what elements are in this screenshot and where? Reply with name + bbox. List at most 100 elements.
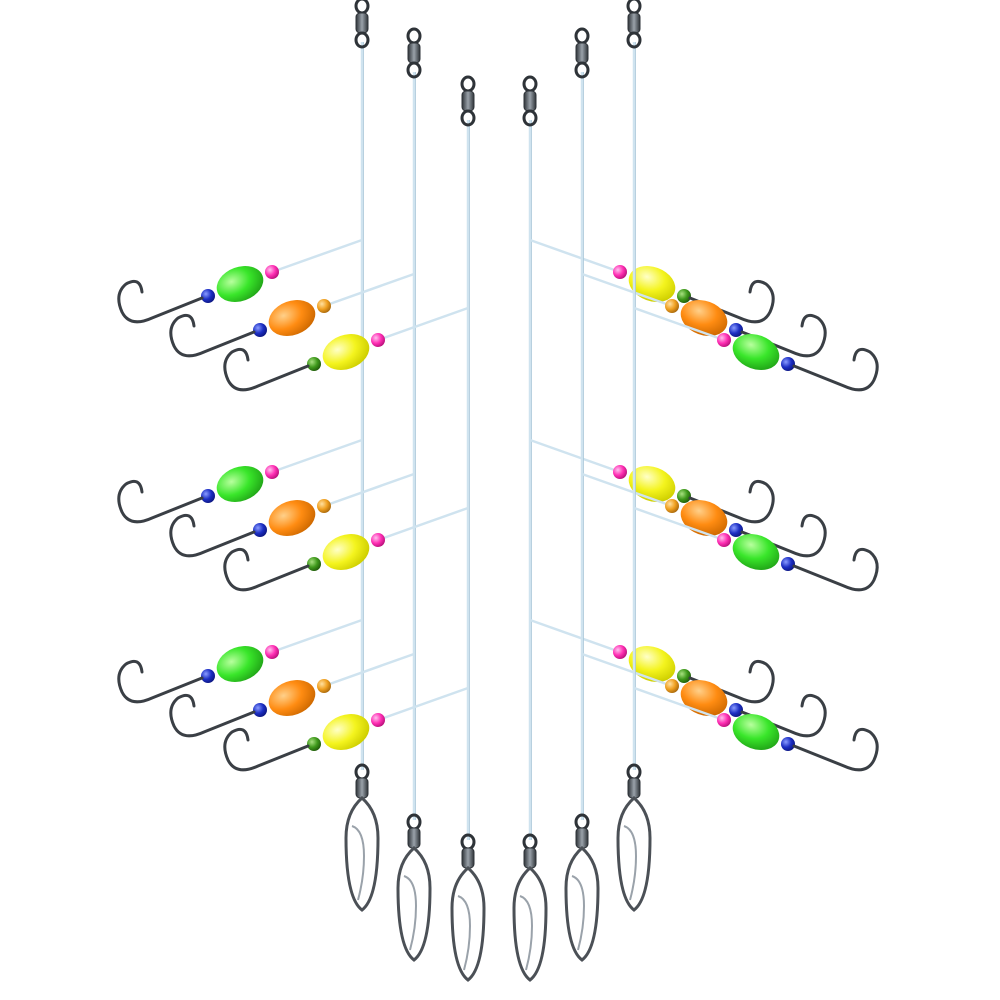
bead-icon	[371, 333, 385, 347]
snap-loop	[450, 866, 486, 982]
bead-icon	[665, 499, 679, 513]
rig-4	[512, 75, 775, 982]
branch-line	[529, 238, 621, 274]
hook-icon	[169, 513, 256, 558]
bead-icon	[317, 679, 331, 693]
snap-loop	[344, 796, 380, 912]
snap-loop	[396, 846, 432, 962]
swivel-icon	[626, 0, 642, 49]
snap-swivel-icon	[344, 763, 380, 912]
hook-icon	[740, 693, 827, 738]
branch-line	[377, 506, 469, 542]
swivel-bottom-eye	[406, 61, 422, 79]
branch-line	[581, 272, 673, 308]
branch-line	[323, 272, 415, 308]
bead-icon	[307, 357, 321, 371]
bead-icon	[677, 669, 691, 683]
swivel-barrel	[627, 12, 641, 34]
branch-line	[271, 238, 363, 274]
bead-icon	[371, 713, 385, 727]
hook-icon	[792, 347, 879, 392]
float-icon	[680, 680, 728, 716]
bead-icon	[781, 737, 795, 751]
branch	[581, 272, 827, 358]
branch-line	[633, 306, 725, 342]
snap-loop	[512, 866, 548, 982]
rig-3	[223, 75, 486, 982]
bead-icon	[307, 557, 321, 571]
swivel-icon	[574, 27, 590, 79]
swivel-icon	[354, 0, 370, 49]
bead-icon	[201, 289, 215, 303]
branch	[117, 618, 363, 704]
branch	[169, 472, 415, 558]
branch-line	[377, 306, 469, 342]
hook-icon	[688, 279, 775, 324]
bead-icon	[613, 265, 627, 279]
snap-barrel	[627, 777, 641, 799]
bead-icon	[201, 489, 215, 503]
branch-line	[529, 438, 621, 474]
snap-clip	[457, 895, 472, 971]
swivel-icon	[406, 27, 422, 79]
bead-icon	[729, 523, 743, 537]
snap-barrel	[461, 847, 475, 869]
branch	[633, 506, 879, 592]
branch-line	[529, 618, 621, 654]
branch	[169, 652, 415, 738]
float-icon	[628, 646, 676, 682]
branch-line	[581, 652, 673, 688]
snap-barrel	[523, 847, 537, 869]
snap-barrel	[355, 777, 369, 799]
swivel-bottom-eye	[522, 109, 538, 127]
bead-icon	[717, 333, 731, 347]
hook-icon	[169, 313, 256, 358]
branch	[117, 238, 363, 324]
hook-icon	[740, 513, 827, 558]
hook-icon	[117, 479, 204, 524]
float-icon	[322, 714, 370, 750]
swivel-bottom-eye	[574, 61, 590, 79]
bead-icon	[677, 489, 691, 503]
branch-line	[633, 686, 725, 722]
hook-icon	[688, 479, 775, 524]
hook-icon	[792, 547, 879, 592]
bead-icon	[729, 323, 743, 337]
branch	[223, 506, 469, 592]
bead-icon	[307, 737, 321, 751]
float-icon	[732, 714, 780, 750]
float-icon	[216, 646, 264, 682]
snap-loop	[616, 796, 652, 912]
bead-icon	[253, 703, 267, 717]
bead-icon	[665, 299, 679, 313]
hook-icon	[169, 693, 256, 738]
snap-clip	[519, 895, 534, 971]
rigs-group	[117, 0, 879, 982]
bead-icon	[253, 523, 267, 537]
swivel-bottom-eye	[626, 31, 642, 49]
snap-clip	[351, 825, 366, 901]
branch	[581, 652, 827, 738]
branch-line	[271, 438, 363, 474]
hook-icon	[688, 659, 775, 704]
bead-icon	[729, 703, 743, 717]
swivel-barrel	[461, 90, 475, 112]
snap-swivel-icon	[616, 763, 652, 912]
branch	[633, 686, 879, 772]
float-icon	[322, 534, 370, 570]
bead-icon	[201, 669, 215, 683]
snap-swivel-icon	[564, 813, 600, 962]
branch	[117, 438, 363, 524]
bead-icon	[665, 679, 679, 693]
snap-loop	[564, 846, 600, 962]
branch-line	[323, 472, 415, 508]
rig-5	[564, 27, 827, 962]
snap-clip	[403, 875, 418, 951]
snap-swivel-icon	[396, 813, 432, 962]
rig-2	[169, 27, 432, 962]
float-icon	[268, 680, 316, 716]
branch	[223, 686, 469, 772]
bead-icon	[613, 465, 627, 479]
